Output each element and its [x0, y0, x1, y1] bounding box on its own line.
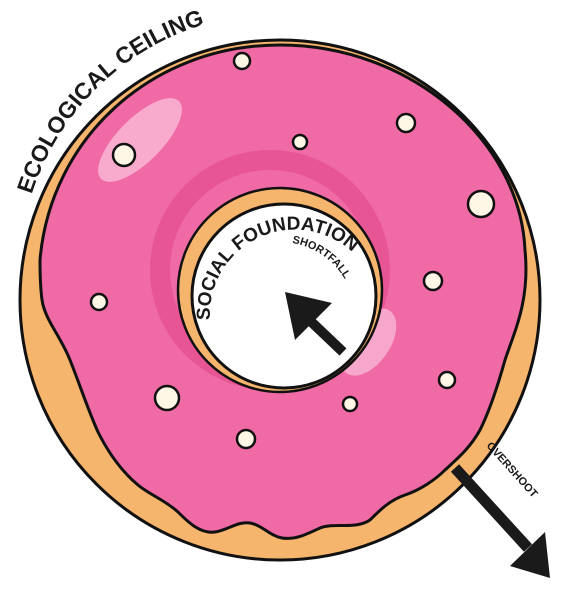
sprinkle — [234, 53, 250, 69]
sprinkle — [424, 272, 442, 290]
sprinkle — [343, 397, 357, 411]
sprinkle — [155, 386, 179, 410]
sprinkle — [439, 372, 455, 388]
sprinkle — [397, 114, 415, 132]
overshoot-label: OVERSHOOT — [484, 440, 540, 500]
sprinkle — [237, 430, 255, 448]
sprinkle — [468, 191, 494, 217]
sprinkle — [113, 144, 135, 166]
sprinkle — [293, 135, 307, 149]
overshoot-arrow — [455, 468, 550, 578]
sprinkle — [91, 294, 107, 310]
